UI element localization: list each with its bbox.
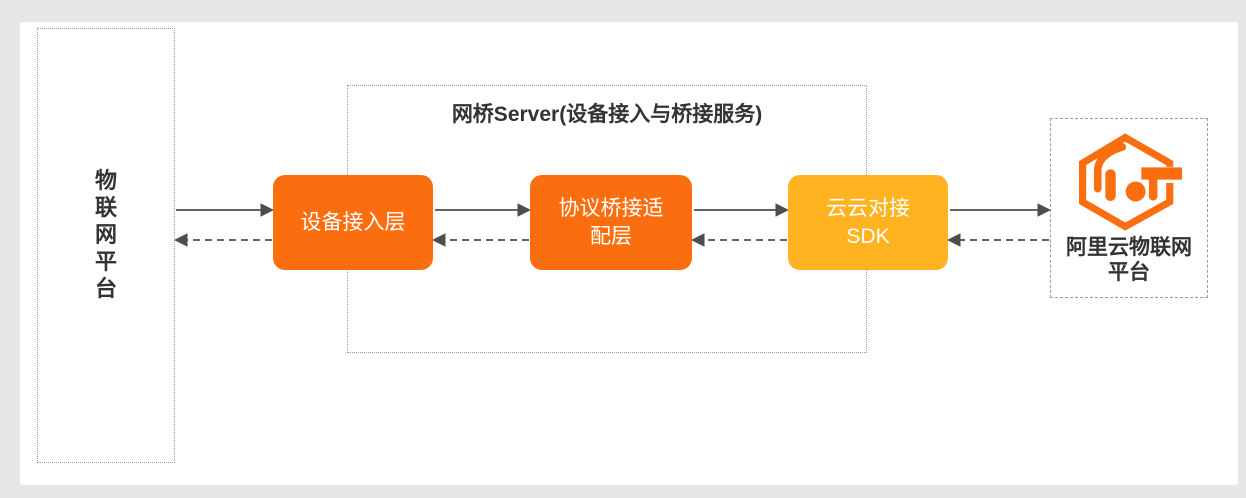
cloud-cloud-sdk-box: 云云对接 SDK: [788, 175, 948, 270]
protocol-bridge-adapter-layer-box: 协议桥接适 配层: [530, 175, 692, 270]
iot-platform-container: 物联网平台: [37, 28, 175, 463]
aliyun-iot-logo-icon: [1079, 133, 1183, 231]
device-access-layer-box: 设备接入层: [273, 175, 433, 270]
bridge-server-title: 网桥Server(设备接入与桥接服务): [451, 103, 763, 126]
aliyun-iot-platform-container: 阿里云物联网 平台: [1050, 118, 1208, 298]
iot-platform-label: 物联网平台: [94, 168, 117, 301]
aliyun-iot-platform-label: 阿里云物联网 平台: [1066, 236, 1192, 284]
